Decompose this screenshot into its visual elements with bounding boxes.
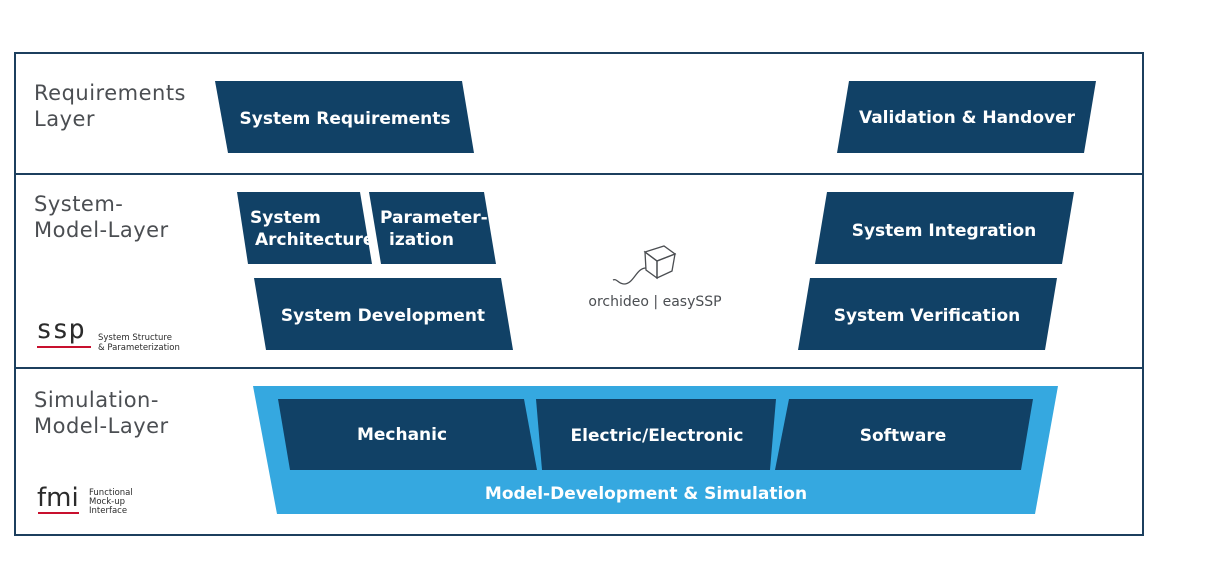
- parameterization-label-line1: Parameter-: [380, 208, 488, 228]
- ssp-logo: ssp System Structure & Parameterization: [36, 314, 180, 353]
- mechanic-box: Mechanic: [278, 399, 537, 470]
- system-requirements-box: System Requirements: [215, 81, 474, 153]
- system-architecture-box: System Architecture: [237, 192, 374, 264]
- system-architecture-label-line1: System: [250, 208, 321, 228]
- requirements-layer-label: Requirements Layer: [34, 81, 186, 131]
- fmi-logo-line3: Interface: [89, 506, 127, 516]
- simulation-model-layer-band: [14, 367, 1144, 536]
- simulation-model-layer-label: Simulation- Model-Layer: [34, 388, 169, 438]
- system-integration-label: System Integration: [852, 221, 1037, 241]
- fmi-logo-underline: [38, 512, 79, 514]
- fmi-logo-line2: Mock-up: [89, 497, 125, 507]
- fmi-logo-mark: fmi: [37, 483, 79, 513]
- cube-icon: [612, 245, 677, 285]
- system-requirements-label: System Requirements: [240, 109, 451, 129]
- system-verification-box: System Verification: [798, 278, 1057, 350]
- software-label: Software: [860, 426, 947, 446]
- electric-electronic-label: Electric/Electronic: [571, 426, 744, 446]
- model-development-label: Model-Development & Simulation: [485, 484, 807, 504]
- system-development-box: System Development: [254, 278, 513, 350]
- mechanic-label: Mechanic: [357, 425, 447, 445]
- parameterization-label-line2: ization: [389, 230, 454, 250]
- ssp-logo-line1: System Structure: [98, 333, 172, 343]
- ssp-logo-mark: ssp: [36, 314, 85, 345]
- fmi-logo-line1: Functional: [89, 488, 133, 498]
- software-box: Software: [775, 399, 1033, 470]
- electric-electronic-box: Electric/Electronic: [536, 399, 776, 470]
- ssp-logo-line2: & Parameterization: [98, 343, 180, 353]
- fmi-logo: fmi Functional Mock-up Interface: [37, 483, 133, 516]
- system-model-layer-label: System- Model-Layer: [34, 192, 169, 242]
- orchideo-logo-text: orchideo | easySSP: [588, 294, 721, 310]
- system-development-label: System Development: [281, 306, 485, 326]
- system-verification-label: System Verification: [834, 306, 1021, 326]
- orchideo-logo: orchideo | easySSP: [588, 245, 722, 310]
- parameterization-box: Parameter- ization: [369, 192, 496, 264]
- ssp-logo-underline: [37, 346, 91, 348]
- system-architecture-label-line2: Architecture: [255, 230, 374, 250]
- validation-handover-box: Validation & Handover: [837, 81, 1096, 153]
- validation-handover-label: Validation & Handover: [859, 108, 1076, 128]
- system-integration-box: System Integration: [815, 192, 1074, 264]
